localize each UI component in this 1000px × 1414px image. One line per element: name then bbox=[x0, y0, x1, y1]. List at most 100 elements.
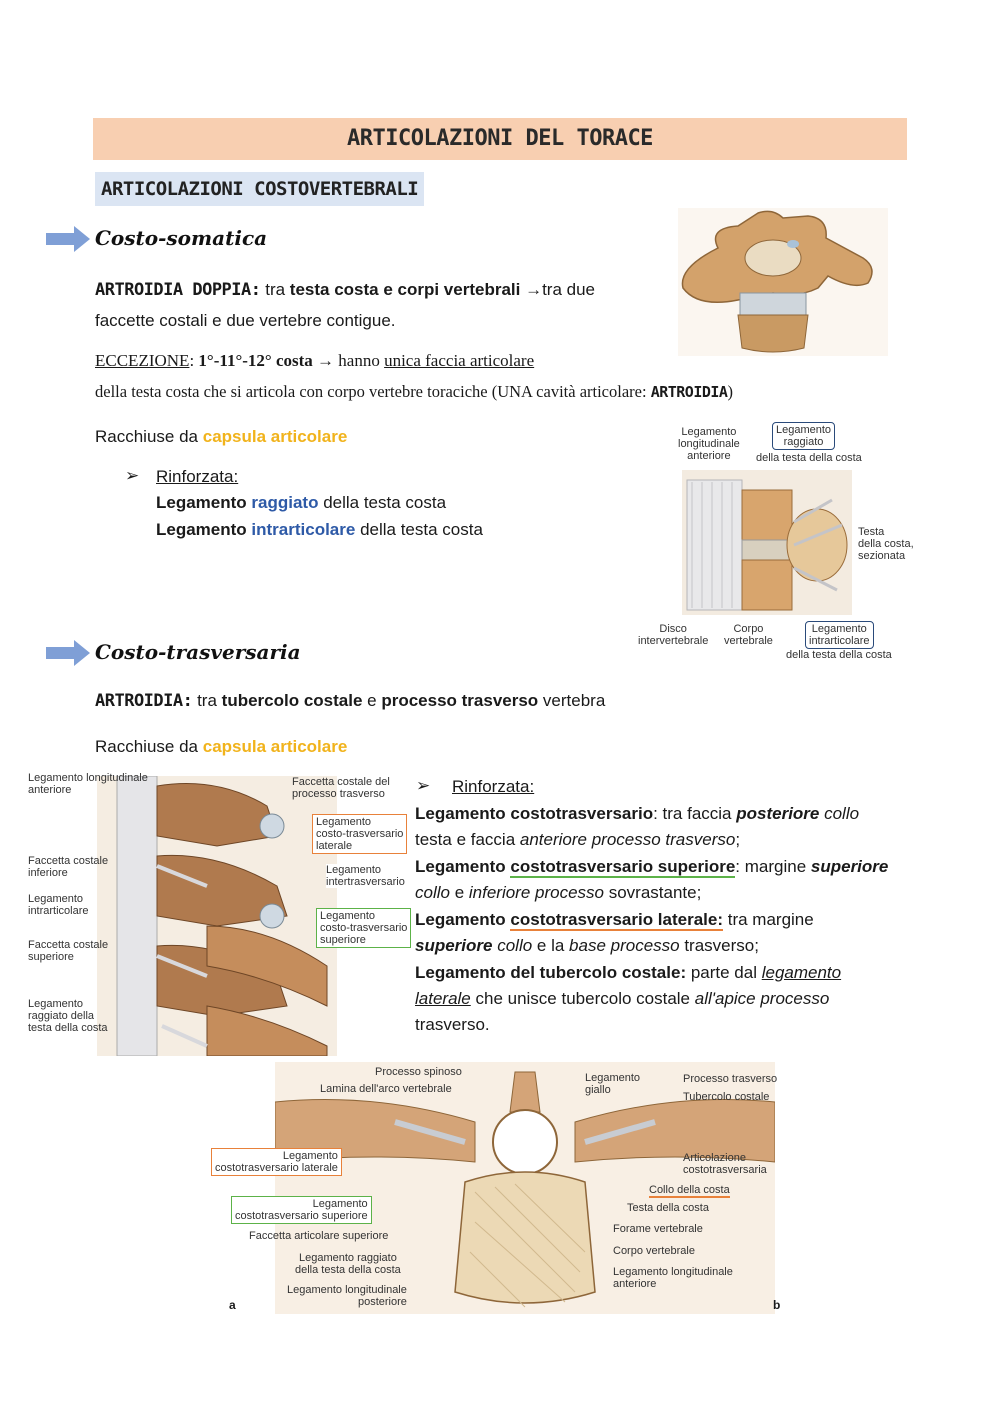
page-title: ARTICOLAZIONI DEL TORACE bbox=[347, 126, 653, 151]
text: Racchiuse da bbox=[95, 737, 203, 756]
s1-eccezione: ECCEZIONE: 1°-11°-12° costa → hanno unic… bbox=[95, 350, 534, 372]
text-blue: raggiato bbox=[251, 493, 319, 512]
title-bar: ARTICOLAZIONI DEL TORACE bbox=[93, 118, 907, 160]
label-faccetta-processo: Faccetta costale del processo trasverso bbox=[292, 776, 390, 800]
text: ) bbox=[727, 382, 733, 401]
s1-lig2: Legamento intrarticolare della testa cos… bbox=[156, 519, 483, 541]
label-lig-raggiato: Legamento raggiato bbox=[772, 422, 836, 450]
text-bold: Legamento bbox=[156, 493, 252, 512]
label-forame-vertebrale: Forame vertebrale bbox=[613, 1223, 703, 1235]
heading-costo-trasversaria: Costo-trasversaria bbox=[95, 640, 301, 664]
s2-bullet: ➢ bbox=[416, 776, 431, 795]
text-italic: base processo bbox=[569, 936, 680, 955]
s2-t8: laterale che unisce tubercolo costale al… bbox=[415, 988, 829, 1010]
text-orange: capsula articolare bbox=[202, 737, 348, 756]
text-bold-green-underline: costotrasversario superiore bbox=[510, 857, 736, 878]
s2-t9: trasverso. bbox=[415, 1015, 490, 1034]
figure-costo-somatica: Legamento longitudinale anteriore Legame… bbox=[632, 420, 932, 665]
s1-line2: faccette costali e due vertebre contigue… bbox=[95, 311, 396, 330]
text-italic: collo bbox=[492, 936, 533, 955]
text: della testa costa che si articola con co… bbox=[95, 382, 651, 401]
text: : tra faccia bbox=[653, 804, 737, 823]
label-lig-costotrasv-laterale: Legamento costotrasversario laterale bbox=[211, 1148, 342, 1176]
panel-label-a: a bbox=[229, 1298, 236, 1312]
text-italic-underline: legamento bbox=[761, 963, 842, 982]
text: testa e faccia bbox=[415, 830, 520, 849]
s2-t1: Legamento costotrasversario: tra faccia … bbox=[415, 803, 859, 825]
text-bold: Legamento bbox=[156, 520, 252, 539]
text: parte dal bbox=[686, 963, 762, 982]
label-lamina: Lamina dell'arco vertebrale bbox=[320, 1083, 452, 1095]
text-bold: processo trasverso bbox=[381, 691, 539, 710]
label-processo-spinoso: Processo spinoso bbox=[375, 1066, 462, 1078]
section-subtitle: ARTICOLAZIONI COSTOVERTEBRALI bbox=[101, 178, 419, 200]
s1-line1: ARTROIDIA DOPPIA: tra testa costa e corp… bbox=[95, 279, 595, 301]
s1-lig1: Legamento raggiato della testa costa bbox=[156, 492, 446, 514]
cross-section-drawing bbox=[275, 1071, 775, 1308]
text: e bbox=[362, 691, 382, 710]
s2-t2: testa e faccia anteriore processo trasve… bbox=[415, 829, 740, 851]
s2-t7: Legamento del tubercolo costale: parte d… bbox=[415, 962, 841, 984]
text-italic: collo bbox=[415, 883, 450, 902]
text: tra margine bbox=[723, 910, 814, 929]
text: : margine bbox=[735, 857, 811, 876]
label-lig-costotrasv-superiore: Legamento costotrasversario superiore bbox=[231, 1196, 372, 1224]
text-bold: Legamento del tubercolo costale: bbox=[415, 963, 687, 982]
text-italic-underline: laterale bbox=[415, 989, 471, 1008]
text: tra bbox=[192, 691, 222, 710]
arrow-right-icon bbox=[46, 226, 90, 252]
text: : bbox=[189, 351, 199, 370]
spine-lateral-image bbox=[97, 776, 337, 1056]
text-bold-italic: superiore bbox=[810, 857, 889, 876]
label-lig-raggiato: Legamento raggiato della testa della cos… bbox=[295, 1252, 401, 1276]
s1-racchiuse: Racchiuse da capsula articolare bbox=[95, 426, 347, 448]
figure-cross-section: Processo spinoso Lamina dell'arco verteb… bbox=[205, 1060, 805, 1318]
s1-bullet: ➢ bbox=[125, 466, 140, 485]
label-lig-intrarticolare: Legamento intrarticolare bbox=[805, 621, 874, 649]
s2-t6: superiore collo e la base processo trasv… bbox=[415, 935, 759, 957]
s2-line1: ARTROIDIA: tra tubercolo costale e proce… bbox=[95, 690, 605, 712]
s2-t5: Legamento costotrasversario laterale: tr… bbox=[415, 909, 814, 931]
label-corpo-vertebrale: Corpo vertebrale bbox=[613, 1245, 695, 1257]
spine-lateral-drawing bbox=[116, 776, 328, 1056]
text: Racchiuse da bbox=[95, 427, 203, 446]
label-lig-long-anteriore: Legamento longitudinale anteriore bbox=[613, 1266, 733, 1290]
text-bold-orange-underline: costotrasversario laterale: bbox=[510, 910, 724, 931]
text: della testa costa bbox=[355, 520, 483, 539]
text: trasverso; bbox=[679, 936, 759, 955]
label-lig-raggiato-2: della testa della costa bbox=[756, 452, 862, 464]
text-underline: unica faccia articolare bbox=[384, 351, 535, 370]
s1-rinforzata: Rinforzata: bbox=[156, 467, 239, 486]
arrow-icon: → bbox=[520, 280, 543, 299]
label-corpo-vertebrale: Corpo vertebrale bbox=[724, 623, 773, 647]
term-artroidia: ARTROIDIA: bbox=[95, 691, 193, 711]
label-lig-longitudinale-anteriore: Legamento longitudinale anteriore bbox=[678, 426, 740, 462]
text-bold: Legamento costotrasversario bbox=[415, 804, 654, 823]
label-faccetta-inferiore: Faccetta costale inferiore bbox=[28, 855, 109, 879]
text: vertebra bbox=[538, 691, 606, 710]
text-blue: intrarticolare bbox=[251, 520, 356, 539]
label-processo-trasverso: Processo trasverso bbox=[683, 1073, 778, 1085]
label-articolazione-costotrasv: Articolazione costotrasversaria bbox=[683, 1152, 767, 1176]
label-lig-intrarticolare-2: della testa della costa bbox=[786, 649, 892, 661]
label-faccetta-articolare: Faccetta articolare superiore bbox=[249, 1230, 389, 1242]
label-collo-costa: Collo della costa bbox=[649, 1184, 730, 1198]
text-bold: Legamento bbox=[415, 857, 511, 876]
term-artroidia-doppia: ARTROIDIA DOPPIA: bbox=[95, 280, 261, 300]
text: tra bbox=[260, 280, 290, 299]
subtitle-bar: ARTICOLAZIONI COSTOVERTEBRALI bbox=[95, 172, 425, 206]
label-lig-long-anteriore: Legamento longitudinale anteriore bbox=[28, 772, 148, 796]
text-bold: 1°-11°-12° costa bbox=[198, 351, 313, 370]
text: sovrastante; bbox=[604, 883, 702, 902]
text-orange: capsula articolare bbox=[202, 427, 348, 446]
text: → hanno bbox=[312, 351, 385, 370]
text: che unisce tubercolo costale bbox=[470, 989, 695, 1008]
term-artroidia: ARTROIDIA bbox=[650, 383, 728, 401]
label-lig-giallo: Legamento giallo bbox=[585, 1072, 641, 1096]
label-tubercolo-costale: Tubercolo costale bbox=[683, 1091, 770, 1103]
text: e la bbox=[532, 936, 570, 955]
arrow-right-icon bbox=[46, 640, 90, 666]
label-lig-intertrasversario: Legamento intertrasversario bbox=[326, 864, 405, 888]
text-italic: inferiore processo bbox=[468, 883, 604, 902]
ligament-drawing bbox=[686, 479, 848, 611]
